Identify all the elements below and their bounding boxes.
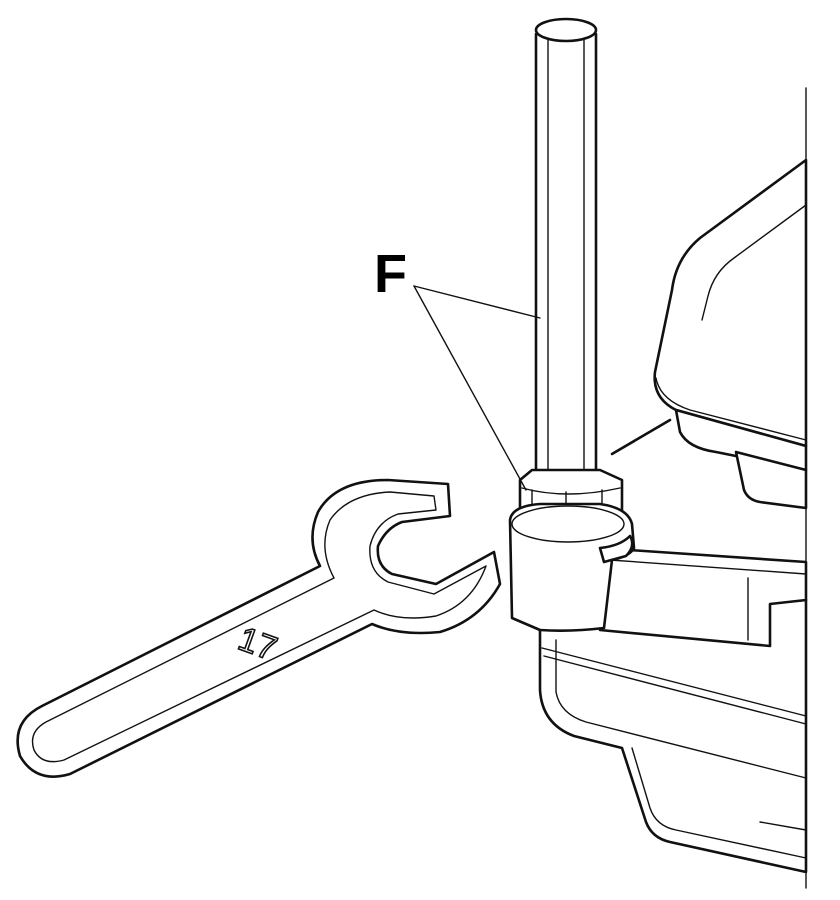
collar-ear — [598, 534, 634, 564]
shaft-top-end — [534, 17, 598, 43]
leader-line-shaft — [413, 285, 541, 319]
wrench-outline — [16, 478, 502, 778]
base-foot — [631, 747, 807, 859]
shaft — [534, 17, 598, 492]
collar-top — [511, 505, 625, 543]
housing-upper-inner — [701, 204, 807, 321]
base-inner-frame — [555, 639, 807, 779]
nut-chamfer — [521, 487, 621, 495]
machine-housing — [610, 158, 808, 510]
base-band-2 — [543, 655, 807, 725]
clamp-collar — [508, 502, 636, 632]
housing-rim — [655, 377, 807, 441]
housing-pocket — [734, 450, 808, 510]
callout-label: F — [374, 244, 407, 304]
arm-body — [598, 546, 808, 648]
bracket-arm — [598, 546, 808, 648]
housing-upper-body — [653, 158, 808, 448]
arm-top-edge — [609, 559, 807, 575]
shaft-body — [534, 32, 598, 492]
base-step — [759, 821, 807, 831]
callout: F — [374, 244, 541, 491]
collar-body — [508, 502, 636, 632]
base-outer — [538, 598, 808, 874]
wrench-inner-edge — [31, 491, 487, 763]
base-band — [541, 647, 807, 717]
machine-base — [538, 598, 808, 874]
leader-line-nut — [413, 285, 527, 491]
housing-edge — [610, 418, 672, 456]
wrench: 17 — [16, 478, 502, 778]
